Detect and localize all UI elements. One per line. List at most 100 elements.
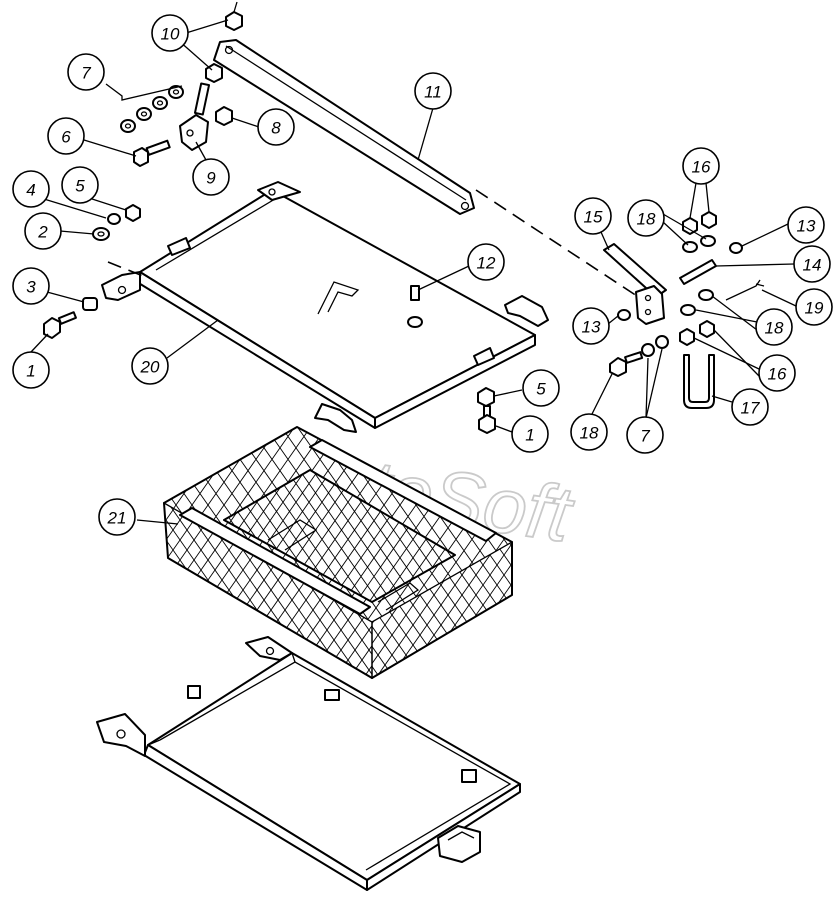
callout-number: 16	[692, 158, 711, 177]
assembly-guide-line-left	[107, 261, 149, 279]
callout-number: 13	[582, 318, 601, 337]
callout-circle	[12, 170, 50, 208]
mesh-strand	[712, 425, 836, 625]
callout-c18c: 18	[570, 413, 608, 451]
mesh-strand	[507, 542, 512, 678]
mesh-strand	[0, 425, 104, 625]
callout-circle	[755, 308, 793, 346]
mesh-strand	[52, 465, 154, 610]
callout-circle	[24, 212, 62, 250]
callout-c14: 14	[793, 245, 831, 283]
mesh-strand	[0, 425, 8, 625]
callout-c1b: 1	[511, 415, 549, 453]
callout-number: 18	[580, 424, 599, 443]
callout-number: 6	[61, 128, 71, 147]
mesh-strand	[39, 465, 141, 610]
leader-lines	[30, 19, 797, 525]
callout-circle	[131, 347, 169, 385]
mesh-strand	[630, 535, 739, 690]
mesh-strand	[0, 500, 82, 690]
mesh-strand	[340, 503, 372, 678]
callout-c7b: 7	[626, 416, 664, 454]
mesh-strand	[13, 465, 115, 610]
mesh-strand	[522, 535, 631, 690]
callout-circle	[522, 369, 560, 407]
callout-c4: 4	[12, 170, 50, 208]
mesh-strand	[26, 465, 128, 610]
callout-c1a: 1	[12, 351, 50, 389]
callout-number: 16	[768, 365, 787, 384]
callout-circle	[627, 199, 665, 237]
callout-c18b: 18	[755, 308, 793, 346]
mesh-strand	[546, 535, 655, 690]
callout-circle	[758, 354, 796, 392]
callout-c5a: 5	[61, 166, 99, 204]
callout-circle	[570, 413, 608, 451]
mesh-strand	[0, 425, 100, 625]
mesh-strand	[503, 542, 512, 678]
callout-circle	[414, 72, 452, 110]
callout-c15: 15	[574, 197, 612, 235]
callout-c3: 3	[12, 267, 50, 305]
mesh-strand	[552, 425, 692, 625]
callout-c9: 9	[192, 158, 230, 196]
callout-number: 20	[140, 358, 160, 377]
right-hinge-assembly	[603, 211, 765, 409]
callout-circle	[511, 415, 549, 453]
mesh-strand	[0, 465, 88, 610]
mesh-strand	[0, 500, 117, 690]
mesh-strand	[550, 535, 659, 690]
callout-number: 3	[26, 278, 36, 297]
mesh-strand	[595, 465, 697, 610]
mesh-strand	[560, 535, 669, 690]
mesh-strand	[556, 425, 696, 625]
callout-number: 12	[477, 254, 496, 273]
callout-number: 11	[424, 83, 442, 102]
mesh-strand	[0, 425, 72, 625]
callout-c5b: 5	[522, 369, 560, 407]
left-hardware-group	[43, 1, 243, 339]
mesh-strand	[664, 425, 804, 625]
callout-circle	[12, 267, 50, 305]
mesh-strand	[372, 542, 403, 678]
mesh-strand	[0, 500, 26, 690]
callout-number: 8	[271, 119, 281, 138]
mesh-strand	[696, 425, 836, 625]
callout-number: 10	[161, 25, 180, 44]
callout-circle	[467, 243, 505, 281]
callout-circle	[793, 245, 831, 283]
mesh-strand	[0, 425, 56, 625]
mesh-strand	[65, 465, 167, 610]
mesh-strand	[0, 500, 96, 690]
callout-circle	[795, 288, 833, 326]
callout-c12: 12	[467, 243, 505, 281]
mesh-strand	[584, 425, 724, 625]
callout-number: 1	[525, 426, 534, 445]
callout-number: 5	[536, 380, 546, 399]
callout-c16b: 16	[758, 354, 796, 392]
callout-circle	[151, 14, 189, 52]
callout-c7a: 7	[67, 53, 105, 91]
callout-number: 14	[803, 256, 822, 275]
callout-c16a: 16	[682, 147, 720, 185]
mesh-strand	[0, 500, 110, 690]
callout-circle	[682, 147, 720, 185]
battery-box-lid	[101, 181, 549, 433]
callout-circle	[626, 416, 664, 454]
mesh-strand	[680, 425, 820, 625]
mesh-strand	[164, 503, 167, 678]
lid-front-hardware	[477, 387, 496, 434]
callout-number: 18	[637, 210, 656, 229]
assembly-guide-line	[475, 189, 641, 299]
mesh-strand	[164, 427, 169, 622]
callout-circle	[192, 158, 230, 196]
mesh-strand	[0, 500, 68, 690]
mesh-strand	[574, 535, 683, 690]
mesh-strand	[632, 425, 772, 625]
mesh-strand	[536, 535, 645, 690]
mesh-strand	[616, 425, 756, 625]
mesh-strand	[0, 500, 54, 690]
mesh-strand	[0, 425, 88, 625]
callout-circle	[47, 117, 85, 155]
callout-circle	[257, 108, 295, 146]
